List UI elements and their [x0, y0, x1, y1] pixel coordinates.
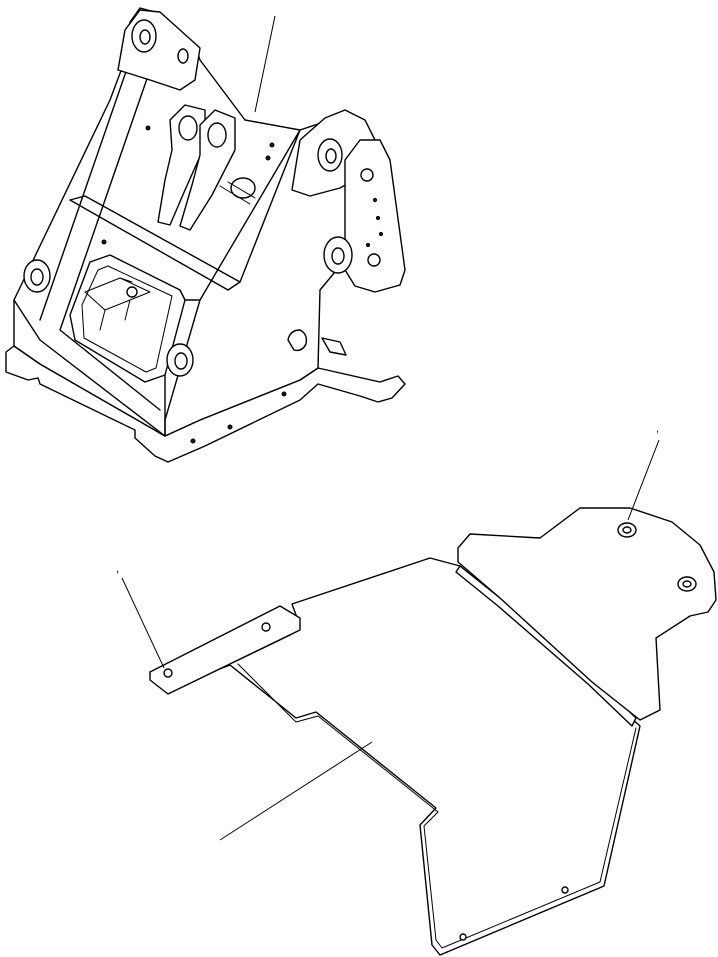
lift-arm-boss-1	[178, 115, 198, 141]
tower-left-boss	[131, 19, 157, 53]
window-bracket	[84, 277, 151, 331]
face-bolt	[265, 155, 271, 161]
flap-leader-line	[627, 439, 660, 521]
face-bolt	[269, 142, 275, 148]
tab-leader-line	[121, 577, 165, 669]
face-bolt	[190, 438, 196, 444]
face-bolt	[101, 239, 107, 245]
flap-hole-top	[617, 522, 637, 538]
floor-plate-assembly	[121, 439, 717, 956]
side-plug	[287, 329, 308, 352]
lift-arm-boss-2	[207, 122, 227, 148]
face-bolt	[227, 424, 233, 430]
frame-boss-left	[23, 259, 51, 293]
floor-hole	[459, 933, 467, 941]
frame-assembly	[5, 7, 406, 463]
frame-window-inner	[81, 265, 173, 373]
tower-right-boss	[317, 138, 343, 172]
face-bolt	[145, 125, 151, 131]
tower-right-boss-hole	[325, 148, 337, 164]
window-bracket-bolt	[126, 286, 138, 298]
vertical-side-plate	[344, 139, 406, 293]
plate-rivet	[365, 242, 371, 248]
frame-boss-front-hole	[174, 352, 188, 370]
tower-left-hole	[139, 29, 151, 45]
floor-leader-line	[219, 741, 373, 841]
flap-hole-top-inner	[622, 526, 632, 534]
face-valve-body	[230, 177, 256, 199]
flap-hole-right-inner	[682, 580, 692, 588]
plate-hole-top	[360, 168, 374, 182]
lower-side-boss-hole	[331, 247, 345, 265]
frame-boss-front	[166, 343, 194, 377]
callout-label-left: ,	[116, 563, 119, 575]
side-tag	[321, 337, 347, 356]
floor-hole	[561, 886, 569, 894]
plate-hole-bottom	[367, 253, 381, 267]
plate-rivet	[378, 231, 384, 237]
frame-leader-line	[254, 15, 276, 113]
left-tab-hole	[163, 668, 173, 678]
callout-label-top-right: ,	[656, 423, 659, 435]
cover-flap	[457, 507, 717, 721]
lower-side-boss	[323, 236, 353, 274]
flap-hole-right	[677, 576, 697, 592]
tower-right-hole	[177, 48, 189, 64]
floor-plate-edge	[237, 663, 637, 949]
frame-boss-left-hole	[30, 268, 44, 286]
face-valve-handle	[219, 181, 256, 205]
frame-front-edge	[39, 59, 161, 411]
left-tab-hole	[261, 622, 271, 632]
plate-rivet	[375, 215, 381, 221]
face-bolt	[281, 391, 287, 397]
plate-rivet	[372, 197, 378, 203]
